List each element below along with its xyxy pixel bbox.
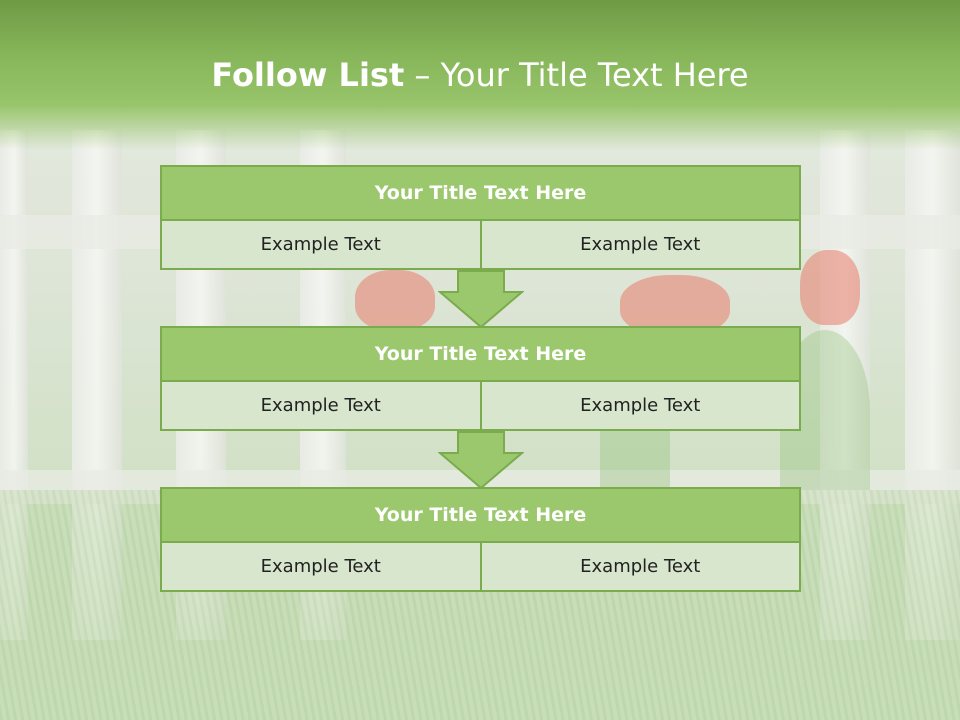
list-block-2: Your Title Text Here Example Text Exampl… (160, 326, 801, 431)
slide-title-rest: – Your Title Text Here (404, 56, 749, 94)
block-cell-right: Example Text (481, 543, 801, 592)
block-cell-left: Example Text (160, 543, 482, 592)
block-row: Example Text Example Text (160, 221, 801, 270)
slide-title: Follow List – Your Title Text Here (0, 56, 960, 94)
block-row: Example Text Example Text (160, 382, 801, 431)
block-cell-right: Example Text (481, 382, 801, 431)
tulip-flower (620, 275, 730, 335)
block-cell-right: Example Text (481, 221, 801, 270)
block-cell-left: Example Text (160, 382, 482, 431)
block-title: Your Title Text Here (160, 165, 801, 221)
list-block-1: Your Title Text Here Example Text Exampl… (160, 165, 801, 270)
tulip-flower (800, 250, 860, 325)
tulip-flower (355, 270, 435, 330)
down-arrow-icon (438, 270, 524, 328)
slide-title-bold: Follow List (211, 56, 405, 94)
block-title: Your Title Text Here (160, 326, 801, 382)
block-row: Example Text Example Text (160, 543, 801, 592)
block-cell-left: Example Text (160, 221, 482, 270)
header-band (0, 0, 960, 150)
list-block-3: Your Title Text Here Example Text Exampl… (160, 487, 801, 592)
down-arrow-icon (438, 431, 524, 489)
block-title: Your Title Text Here (160, 487, 801, 543)
